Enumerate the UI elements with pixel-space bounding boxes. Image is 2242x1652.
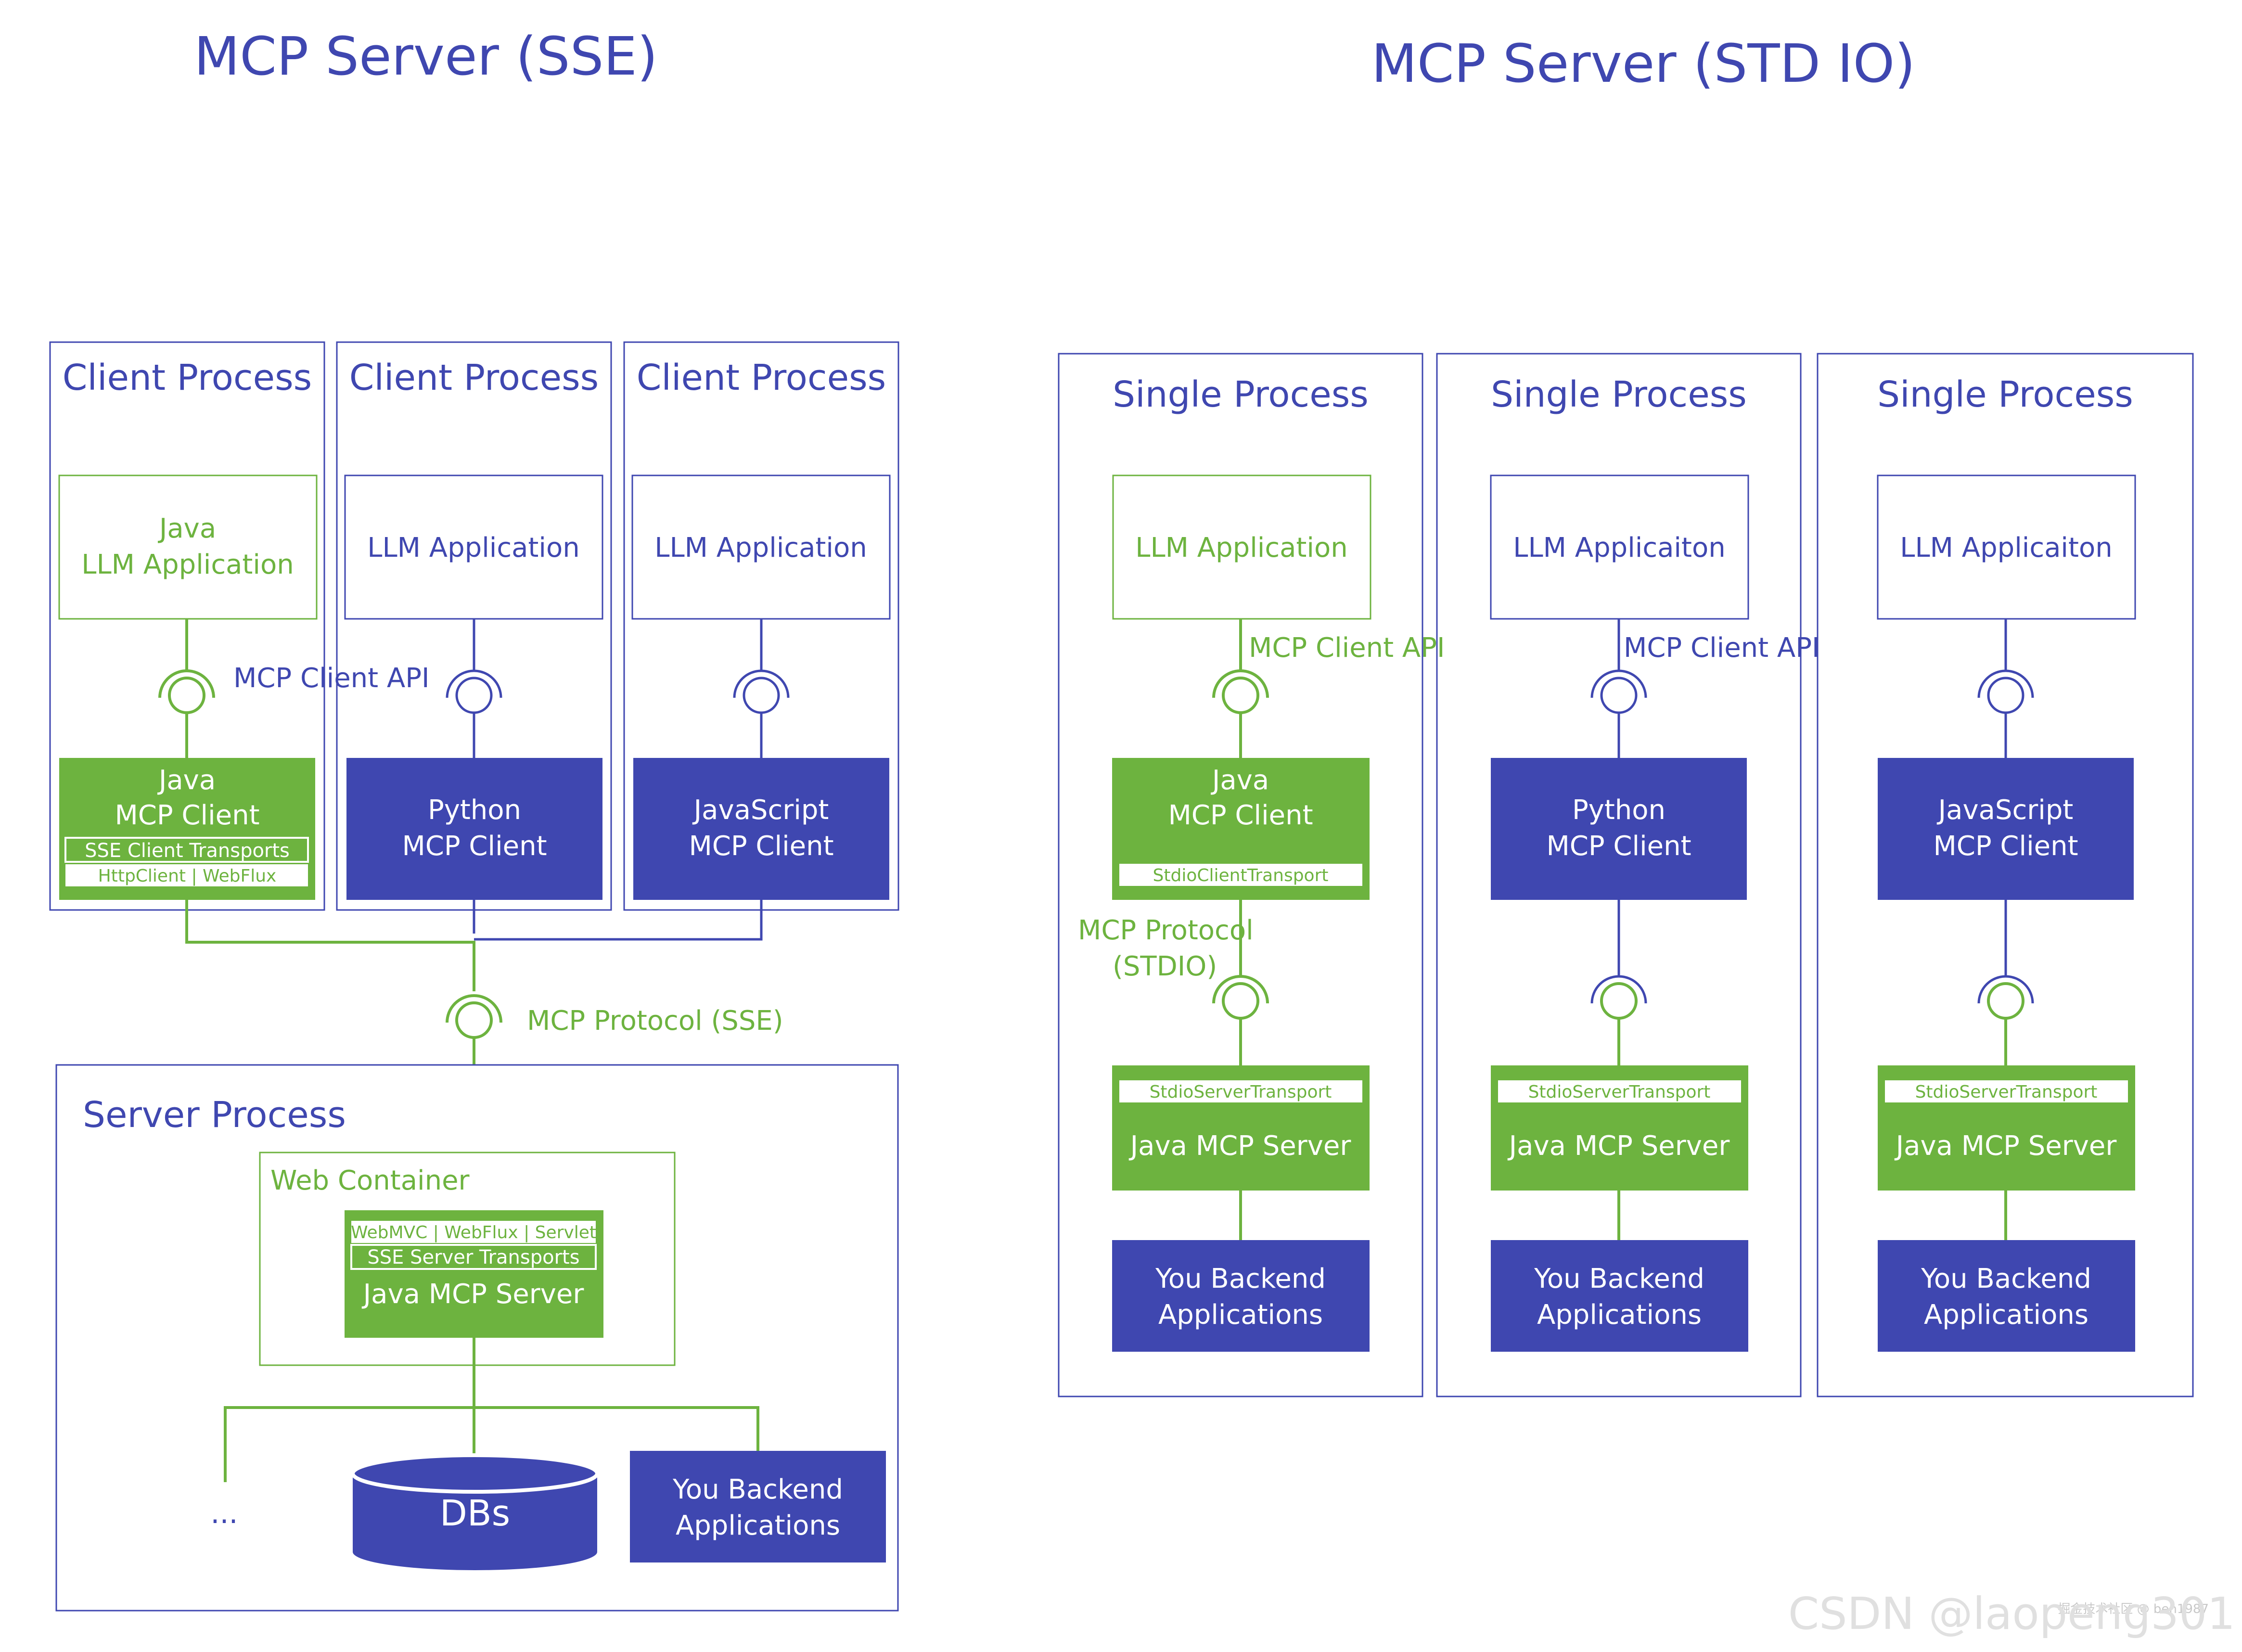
sse-server-transports-badge bbox=[350, 1244, 597, 1270]
sse-client-transports-badge bbox=[64, 837, 309, 863]
javascript-mcp-client-line2: MCP Client bbox=[689, 831, 833, 862]
java-mcp-client-line1: Java bbox=[157, 765, 216, 796]
mcp-client-api-label: MCP Client API bbox=[233, 663, 430, 694]
stdio-javascript-mcp-client-line2: MCP Client bbox=[1933, 831, 2078, 862]
stdio-backend-line1: You Backend bbox=[1921, 1263, 2091, 1294]
stdio-mcp-client-api-label-java: MCP Client API bbox=[1249, 632, 1445, 664]
stdio-client-transport-label: StdioClientTransport bbox=[1153, 866, 1329, 885]
stdio-python-mcp-client-line2: MCP Client bbox=[1546, 831, 1691, 862]
stdio-python-llm-application-box bbox=[1490, 474, 1749, 620]
stdio-backend-line1: You Backend bbox=[1155, 1263, 1326, 1294]
sse-backend-line2: Applications bbox=[676, 1510, 840, 1541]
http-client-webflux-label: HttpClient | WebFlux bbox=[98, 866, 277, 886]
stdio-backend-applications-box-3 bbox=[1878, 1240, 2135, 1352]
stdio-server-transport-badge-3 bbox=[1885, 1080, 2128, 1102]
stdio-title: MCP Server (STD IO) bbox=[1371, 33, 1915, 94]
stdio-server-transport-label-1: StdioServerTransport bbox=[1150, 1082, 1332, 1102]
client-api-socket-javascript bbox=[733, 619, 790, 758]
server-backend-connections bbox=[224, 1338, 759, 1482]
java-llm-application-line2: LLM Application bbox=[81, 549, 294, 580]
watermark-small: 掘金技术社区 @ ben1987 bbox=[2058, 1602, 2209, 1616]
sse-title: MCP Server (SSE) bbox=[194, 26, 658, 87]
sse-backend-line1: You Backend bbox=[672, 1474, 843, 1505]
client-api-socket-python bbox=[446, 619, 502, 758]
stdio-javascript-llm-application-box bbox=[1877, 474, 2136, 620]
client-api-socket-java bbox=[158, 619, 215, 758]
stdio-backend-line2: Applications bbox=[1537, 1299, 1702, 1331]
python-mcp-client-box bbox=[346, 758, 602, 900]
javascript-mcp-client-box bbox=[633, 758, 889, 900]
client-process-label: Client Process bbox=[63, 357, 312, 398]
stdio-backend-line1: You Backend bbox=[1534, 1263, 1704, 1294]
stdio-java-mcp-server-label-2: Java MCP Server bbox=[1508, 1130, 1730, 1162]
client-process-label: Client Process bbox=[637, 357, 886, 398]
stdio-javascript-llm-application-label: LLM Applicaiton bbox=[1900, 532, 2112, 563]
stdio-server-backend-connections bbox=[1239, 1191, 2007, 1240]
stdio-javascript-mcp-client-line1: JavaScript bbox=[1937, 794, 2074, 826]
python-llm-application-box bbox=[344, 474, 603, 620]
stdio-server-transport-label-3: StdioServerTransport bbox=[1915, 1082, 2098, 1102]
stdio-java-mcp-server-label-1: Java MCP Server bbox=[1129, 1130, 1352, 1162]
python-llm-application-label: LLM Application bbox=[367, 532, 579, 563]
java-llm-application-line1: Java bbox=[158, 513, 216, 544]
dbs-cylinder bbox=[351, 1453, 599, 1570]
stdio-server-transport-label-2: StdioServerTransport bbox=[1528, 1082, 1711, 1102]
ellipsis-more: ... bbox=[210, 1497, 238, 1530]
javascript-mcp-client-line1: JavaScript bbox=[692, 794, 829, 826]
http-client-webflux-badge bbox=[65, 864, 308, 886]
stdio-backend-applications-box-1 bbox=[1112, 1240, 1370, 1352]
sse-java-mcp-server-label: Java MCP Server bbox=[362, 1279, 585, 1310]
sse-backend-applications-box bbox=[630, 1451, 886, 1562]
python-mcp-client-line2: MCP Client bbox=[402, 831, 547, 862]
stdio-backend-applications-box-2 bbox=[1491, 1240, 1748, 1352]
javascript-llm-application-box bbox=[631, 474, 891, 620]
stdio-javascript-mcp-client-box bbox=[1878, 758, 2134, 900]
dbs-label: DBs bbox=[440, 1493, 510, 1534]
server-process-label: Server Process bbox=[83, 1094, 346, 1136]
single-process-label: Single Process bbox=[1491, 374, 1747, 415]
stdio-java-llm-application-label: LLM Application bbox=[1135, 532, 1347, 563]
mcp-protocol-sse-label: MCP Protocol (SSE) bbox=[527, 1005, 783, 1037]
stdio-protocol-socket-python bbox=[1590, 900, 1647, 1065]
stdio-client-api-socket-java bbox=[1212, 619, 1269, 758]
stdio-backend-line2: Applications bbox=[1924, 1299, 2088, 1331]
stdio-mcp-client-api-label-python: MCP Client API bbox=[1624, 632, 1820, 664]
stdio-python-mcp-client-box bbox=[1491, 758, 1747, 900]
stdio-protocol-socket-java bbox=[1212, 900, 1269, 1065]
single-process-label: Single Process bbox=[1113, 374, 1369, 415]
client-process-label: Client Process bbox=[349, 357, 599, 398]
stdio-protocol-label-line2: (STDIO) bbox=[1113, 951, 1217, 982]
stdio-protocol-socket-javascript bbox=[1977, 900, 2034, 1065]
single-process-label: Single Process bbox=[1877, 374, 2133, 415]
webmvc-webflux-servlet-label: WebMVC | WebFlux | Servlet bbox=[351, 1223, 596, 1242]
stdio-python-mcp-client-line1: Python bbox=[1572, 794, 1665, 826]
watermark-main: CSDN @laopeng301 bbox=[1788, 1588, 2235, 1639]
stdio-java-mcp-client-line1: Java bbox=[1211, 765, 1269, 796]
stdio-java-llm-application-box bbox=[1112, 474, 1371, 620]
java-mcp-client-line2: MCP Client bbox=[115, 800, 259, 831]
stdio-server-transport-badge-1 bbox=[1119, 1080, 1362, 1102]
webmvc-webflux-servlet-badge bbox=[351, 1221, 596, 1243]
sse-client-transports-label: SSE Client Transports bbox=[85, 840, 290, 862]
stdio-client-transport-badge bbox=[1119, 864, 1362, 886]
java-llm-application-box bbox=[58, 474, 318, 620]
stdio-python-llm-application-label: LLM Applicaiton bbox=[1513, 532, 1725, 563]
sse-server-transports-label: SSE Server Transports bbox=[367, 1246, 579, 1268]
stdio-java-mcp-server-label-3: Java MCP Server bbox=[1895, 1130, 2117, 1162]
javascript-llm-application-label: LLM Application bbox=[654, 532, 867, 563]
sse-client-connections bbox=[185, 900, 763, 991]
stdio-client-api-socket-javascript bbox=[1977, 619, 2034, 758]
stdio-server-transport-badge-2 bbox=[1498, 1080, 1741, 1102]
stdio-backend-line2: Applications bbox=[1158, 1299, 1323, 1331]
stdio-protocol-label-line1: MCP Protocol bbox=[1078, 915, 1254, 946]
stdio-client-api-socket-python bbox=[1590, 619, 1647, 758]
web-container-label: Web Container bbox=[270, 1165, 470, 1196]
python-mcp-client-line1: Python bbox=[428, 794, 521, 826]
stdio-java-mcp-client-line2: MCP Client bbox=[1168, 800, 1313, 831]
